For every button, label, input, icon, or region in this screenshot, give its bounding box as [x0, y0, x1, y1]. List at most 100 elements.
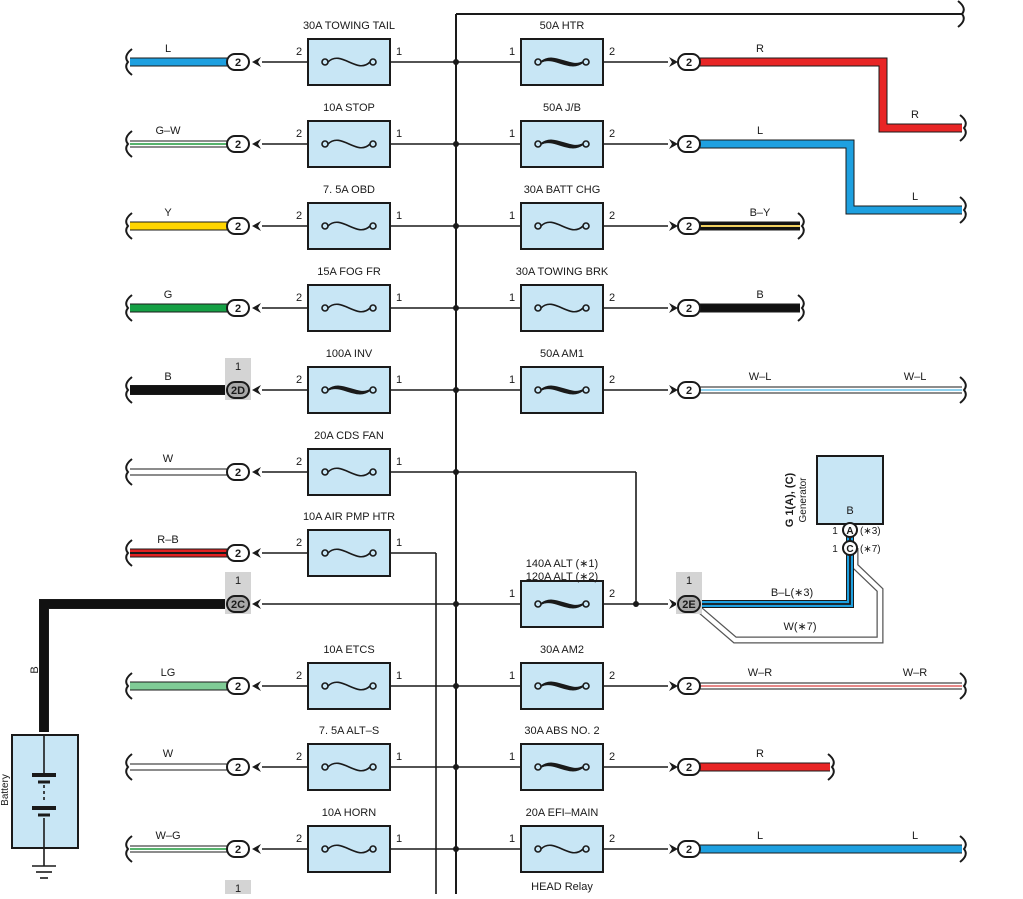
fuse-element — [327, 681, 371, 691]
battery-wire-outline — [39, 599, 227, 732]
fuse-htr-label: 50A HTR — [540, 20, 585, 32]
right-connector-label-2: 2 — [686, 221, 692, 233]
connector-2c-label: 2C — [231, 599, 245, 611]
generator — [816, 455, 884, 556]
right-arrow-7 — [669, 762, 678, 772]
fuse-inv-label: 100A INV — [326, 348, 373, 360]
fuse-element — [327, 57, 371, 67]
right-connector-0 — [677, 53, 701, 71]
left-wire-end-9 — [125, 835, 133, 863]
right-wire-end-5 — [959, 672, 967, 700]
fuse-pin-right: 1 — [396, 210, 402, 222]
connector-2d-pin: 1 — [235, 361, 241, 373]
generator-pin-c-number: 1 — [832, 544, 838, 555]
fuse-pin-right: 1 — [396, 833, 402, 845]
fuse-pin-right: 1 — [396, 292, 402, 304]
fuse-pin-left: 1 — [509, 588, 515, 600]
generator-pin-c-letter: C — [846, 544, 853, 555]
right-connector-label-3: 2 — [686, 303, 692, 315]
fuse-am2-label: 30A AM2 — [540, 644, 584, 656]
right-wire-code-end-0: R — [911, 109, 919, 121]
right-wire-1-fill — [700, 140, 962, 214]
fuse-pin-right: 1 — [396, 751, 402, 763]
right-wire-code-4: W–L — [749, 371, 772, 383]
left-connector-2 — [226, 217, 250, 235]
fuse-pin-right: 1 — [396, 46, 402, 58]
right-wire-end-4 — [959, 376, 967, 404]
fuse-pin-right: 2 — [609, 374, 615, 386]
connector-2c-pin: 1 — [235, 575, 241, 587]
generator-pin-a-letter: A — [846, 526, 853, 537]
fuse-pin-left: 1 — [509, 833, 515, 845]
left-wire-end-0 — [125, 48, 133, 76]
left-arrow-9 — [252, 844, 261, 854]
right-wire-code-6: R — [756, 748, 764, 760]
battery — [11, 734, 79, 879]
right-wire-code-end-1: L — [912, 191, 918, 203]
right-wire-end-1 — [959, 196, 967, 224]
right-wire-code-0: R — [756, 43, 764, 55]
fuse-pin-left: 1 — [509, 210, 515, 222]
fuse-etcs — [307, 662, 391, 710]
parts-layer — [11, 0, 967, 894]
battery-label: Battery — [0, 774, 11, 806]
left-wire-code-0: L — [165, 43, 171, 55]
fuse-towing-brk-label: 30A TOWING BRK — [516, 266, 609, 278]
right-arrow-8 — [669, 844, 678, 854]
left-connector-6 — [226, 544, 250, 562]
fuse-air-pmp-htr-label: 10A AIR PMP HTR — [303, 511, 395, 523]
fuse-pin-right: 2 — [609, 210, 615, 222]
generator-pin-a — [842, 522, 858, 538]
right-connector-7 — [677, 840, 701, 858]
battery-wire-code: B — [29, 666, 41, 673]
fuse-element — [540, 59, 584, 67]
fuse-pin-right: 2 — [609, 670, 615, 682]
generator-pin-c-note: (∗7) — [860, 544, 881, 555]
left-arrow-7 — [252, 681, 261, 691]
fuse-element — [327, 844, 371, 854]
fuse-element — [327, 762, 371, 772]
fuse-pin-left: 2 — [296, 670, 302, 682]
fuse-pin-right: 2 — [609, 46, 615, 58]
generator-pin-c — [842, 540, 858, 556]
generator-wire-w-fill — [698, 548, 883, 643]
right-wire-code-1: L — [757, 125, 763, 137]
fuse-pin-left: 2 — [296, 128, 302, 140]
right-wire-end-7 — [959, 835, 967, 863]
left-wire-code-9: W–G — [155, 830, 180, 842]
left-wire-end-2 — [125, 212, 133, 240]
bus-junction — [453, 469, 459, 475]
left-connector-3 — [226, 299, 250, 317]
battery-wire — [39, 599, 227, 732]
fuse-pin-left: 2 — [296, 456, 302, 468]
fuse-alt-label: 140A ALT (∗1) — [526, 558, 598, 570]
left-connector-8 — [226, 758, 250, 776]
fuse-air-pmp-htr — [307, 529, 391, 577]
fuse-pin-left: 2 — [296, 46, 302, 58]
right-wire-end-6 — [827, 753, 835, 781]
fuse-pin-left: 1 — [509, 374, 515, 386]
left-wire-end-5 — [125, 458, 133, 486]
fuse-batt-chg-label: 30A BATT CHG — [524, 184, 601, 196]
fuse-pin-left: 2 — [296, 537, 302, 549]
fuse-cds-fan-label: 20A CDS FAN — [314, 430, 384, 442]
generator-wire-w-label: W(∗7) — [783, 621, 816, 633]
connector-2e — [677, 595, 701, 613]
fuse-element — [327, 467, 371, 477]
fuse-element — [540, 764, 584, 772]
left-connector-label-1: 2 — [235, 139, 241, 151]
right-connector-3 — [677, 299, 701, 317]
fuse-element — [540, 844, 584, 854]
fuse-stop-label: 10A STOP — [323, 102, 375, 114]
left-arrow-8 — [252, 762, 261, 772]
left-arrow-0 — [252, 57, 261, 67]
right-wire-end-3 — [797, 294, 805, 322]
right-wire-0 — [700, 57, 962, 133]
right-connector-label-6: 2 — [686, 762, 692, 774]
left-wire-end-7 — [125, 672, 133, 700]
head-relay-label: HEAD Relay — [531, 881, 593, 893]
generator-pin-a-note: (∗3) — [860, 526, 881, 537]
fuse-pin-left: 1 — [509, 751, 515, 763]
right-wire-0-fill — [700, 58, 962, 132]
left-connector-label-2: 2 — [235, 221, 241, 233]
